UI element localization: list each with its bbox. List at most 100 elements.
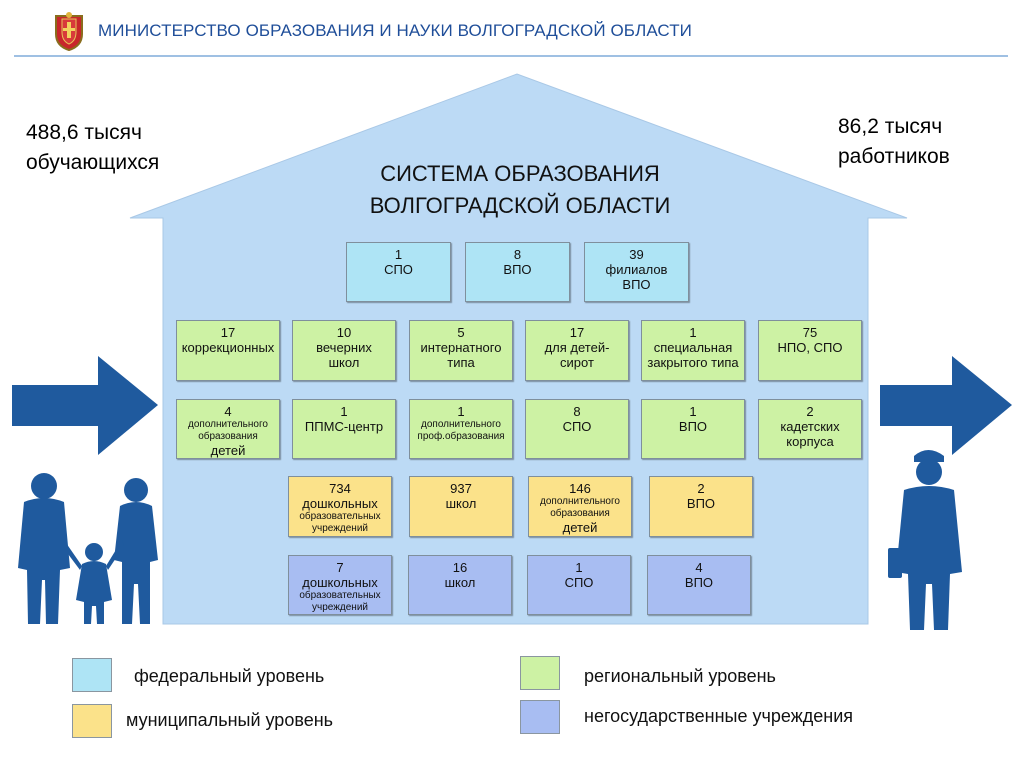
- institution-count: 2: [806, 404, 814, 419]
- institution-count: 4: [224, 404, 232, 419]
- institution-type-label: ВПО: [622, 277, 651, 292]
- ministry-title: МИНИСТЕРСТВО ОБРАЗОВАНИЯ И НАУКИ ВОЛГОГР…: [98, 21, 692, 40]
- institution-type-label: образовательных: [299, 590, 381, 601]
- workers-count: 86,2 тысяч работников: [838, 115, 950, 168]
- worker-silhouette-icon: [888, 450, 962, 630]
- legend-swatch-federal: [72, 658, 112, 692]
- students-count: 488,6 тысяч обучающихся: [26, 121, 160, 174]
- institution-count: 4: [695, 560, 703, 575]
- institution-type-label: типа: [447, 355, 475, 370]
- institution-type-label: СПО: [564, 575, 594, 590]
- system-title: СИСТЕМА ОБРАЗОВАНИЯ ВОЛГОГРАДСКОЙ ОБЛАСТ…: [369, 161, 671, 218]
- legend-label-federal: федеральный уровень: [134, 666, 325, 686]
- legend-label-nongov: негосударственные учреждения: [584, 706, 853, 726]
- institution-type-label: дополнительного: [421, 419, 501, 430]
- institution-type-label: филиалов: [605, 262, 668, 277]
- institution-count: 1: [394, 247, 403, 262]
- institution-type-label: ВПО: [684, 575, 714, 590]
- institution-type-label: НПО, СПО: [777, 340, 843, 355]
- institution-count: 39: [629, 247, 644, 262]
- institution-count: 17: [220, 325, 236, 340]
- institution-type-label: образования: [550, 508, 610, 519]
- institution-count: 8: [573, 404, 581, 419]
- institution-type-label: детей: [562, 520, 598, 535]
- institution-type-label: учреждений: [311, 523, 368, 534]
- institution-type-label: ВПО: [686, 496, 716, 511]
- institution-count: 1: [340, 404, 348, 419]
- institution-count: 1: [457, 404, 465, 419]
- institution-type-label: дошкольных: [302, 575, 378, 590]
- institution-count: 1: [575, 560, 583, 575]
- institution-type-label: ППМС-центр: [304, 419, 384, 434]
- legend-swatch-nongov: [520, 700, 560, 734]
- institution-count: 8: [513, 247, 522, 262]
- institution-count: 5: [457, 325, 465, 340]
- institution-type-label: школ: [444, 575, 476, 590]
- volgograd-coat-of-arms-icon: [48, 10, 90, 52]
- institution-type-label: дошкольных: [302, 496, 378, 511]
- institution-count: 16: [452, 560, 468, 575]
- institution-type-label: ВПО: [503, 262, 532, 277]
- institution-type-label: проф.образования: [417, 431, 505, 442]
- institution-type-label: школ: [445, 496, 477, 511]
- header-divider: [14, 55, 1008, 57]
- institution-type-label: сирот: [560, 355, 594, 370]
- institution-type-label: СПО: [384, 262, 413, 277]
- institution-type-label: детей: [210, 443, 246, 458]
- institution-type-label: учреждений: [311, 602, 368, 613]
- family-silhouette-icon: [18, 473, 158, 624]
- institution-type-label: дополнительного: [540, 496, 620, 507]
- institution-type-label: для детей-: [544, 340, 610, 355]
- institution-type-label: дополнительного: [188, 419, 268, 430]
- arrow-right-icon: [880, 356, 1012, 455]
- institution-type-label: корпуса: [786, 434, 834, 449]
- legend-label-regional: региональный уровень: [584, 666, 776, 686]
- legend-swatch-municipal: [72, 704, 112, 738]
- institution-count: 2: [697, 481, 705, 496]
- institution-count: 75: [802, 325, 818, 340]
- institution-type-label: СПО: [562, 419, 592, 434]
- institution-count: 17: [569, 325, 585, 340]
- institution-type-label: интернатного: [420, 340, 502, 355]
- legend-label-municipal: муниципальный уровень: [126, 710, 334, 730]
- institution-type-label: образовательных: [299, 511, 381, 522]
- institution-type-label: вечерних: [316, 340, 372, 355]
- legend-swatch-regional: [520, 656, 560, 690]
- institution-type-label: образования: [198, 431, 258, 442]
- institution-type-label: специальная: [653, 340, 733, 355]
- institution-type-label: коррекционных: [181, 340, 275, 355]
- institution-count: 146: [569, 481, 591, 496]
- institution-count: 10: [336, 325, 352, 340]
- institution-count: 1: [689, 325, 697, 340]
- institution-type-label: закрытого типа: [647, 355, 739, 370]
- institution-count: 734: [329, 481, 351, 496]
- institution-count: 7: [336, 560, 344, 575]
- arrow-right-icon: [12, 356, 158, 455]
- institution-count: 937: [450, 481, 472, 496]
- institution-type-label: ВПО: [678, 419, 708, 434]
- institution-type-label: кадетских: [780, 419, 840, 434]
